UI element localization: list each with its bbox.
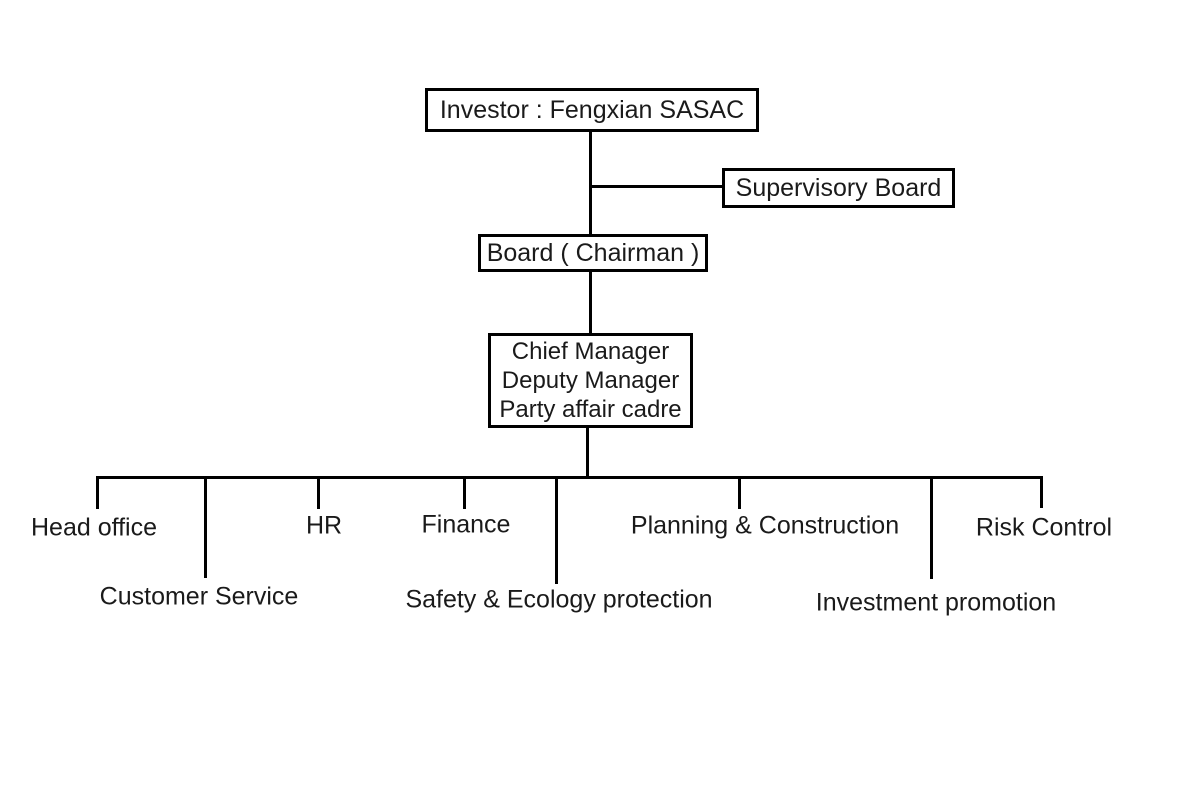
label-customer-service: Customer Service — [99, 582, 299, 611]
node-investor: Investor : Fengxian SASAC — [425, 88, 759, 132]
connector-investor-board — [589, 131, 592, 235]
node-supervisory-board: Supervisory Board — [722, 168, 955, 208]
tick-hr — [317, 476, 320, 509]
department-bus-line — [96, 476, 1043, 479]
management-line-deputy: Deputy Manager — [501, 367, 680, 394]
node-investor-label: Investor : Fengxian SASAC — [439, 96, 745, 124]
connector-board-management — [589, 271, 592, 334]
label-planning-construction: Planning & Construction — [630, 511, 900, 540]
tick-head-office — [96, 476, 99, 509]
label-risk-control: Risk Control — [975, 513, 1113, 542]
label-investment-promotion: Investment promotion — [815, 588, 1057, 617]
connector-supervisory-branch — [589, 185, 722, 188]
management-line-chief: Chief Manager — [511, 338, 670, 365]
label-head-office: Head office — [30, 513, 158, 542]
tick-customer-service — [204, 476, 207, 578]
management-line-party: Party affair cadre — [499, 396, 682, 423]
tick-planning-construction — [738, 476, 741, 509]
tick-investment-promotion — [930, 476, 933, 579]
label-safety-ecology: Safety & Ecology protection — [405, 585, 713, 614]
node-board-chairman: Board ( Chairman ) — [478, 234, 708, 272]
tick-finance — [463, 476, 466, 509]
connector-management-bus — [586, 426, 589, 478]
label-hr: HR — [305, 511, 343, 540]
node-management: Chief Manager Deputy Manager Party affai… — [488, 333, 693, 428]
tick-risk-control — [1040, 476, 1043, 508]
label-finance: Finance — [421, 510, 511, 539]
node-board-chairman-label: Board ( Chairman ) — [486, 239, 700, 267]
node-supervisory-board-label: Supervisory Board — [735, 174, 942, 202]
tick-safety-ecology — [555, 476, 558, 584]
